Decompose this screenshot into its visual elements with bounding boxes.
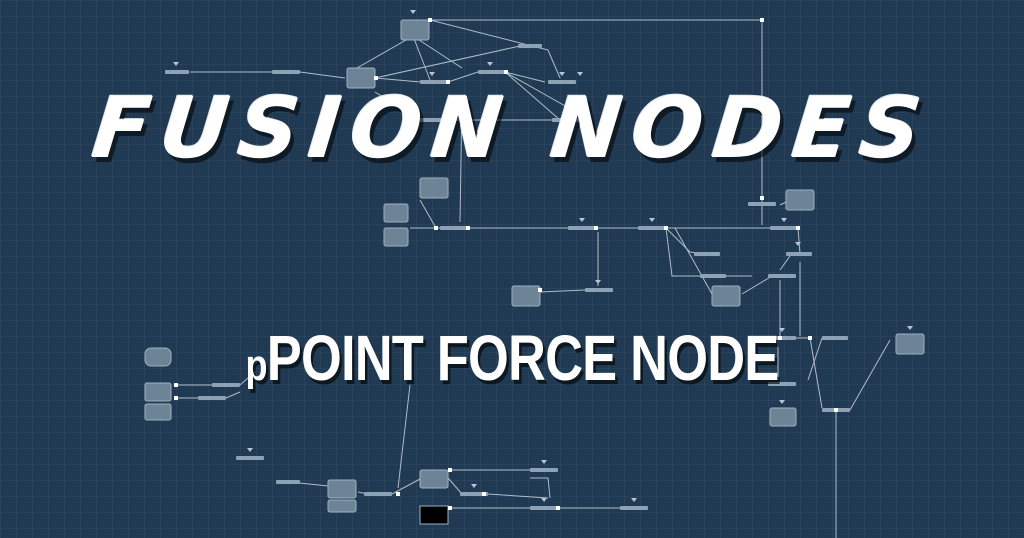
sub-title: pPOINT FORCE NODE	[92, 318, 932, 406]
sub-title-prefix: p	[245, 341, 268, 390]
sub-title-main: POINT FORCE NODE	[266, 322, 780, 394]
main-title: FUSION NODES	[88, 79, 936, 177]
